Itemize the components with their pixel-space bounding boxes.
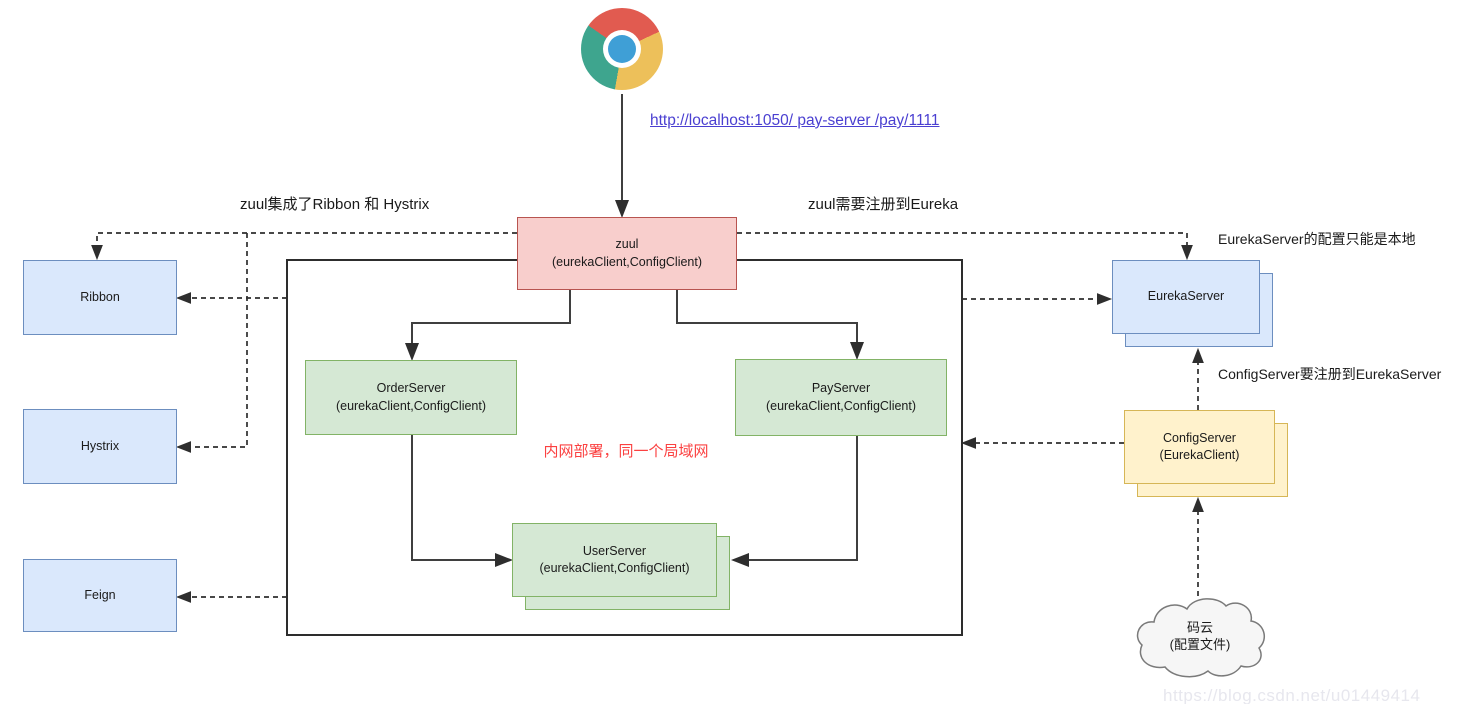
node-eurekaserver-face: EurekaServer [1112,260,1260,334]
node-userserver-subtitle: (eurekaClient,ConfigClient) [539,561,690,575]
node-eurekaserver: EurekaServer [1112,260,1273,347]
node-orderserver: OrderServer (eurekaClient,ConfigClient) [305,360,517,435]
annotation-config-register: ConfigServer要注册到EurekaServer [1218,366,1442,382]
arrow-zuul-to-payserver [676,290,864,360]
node-configserver-face: ConfigServer (EurekaClient) [1124,410,1275,484]
node-zuul-title: zuul [615,237,639,251]
annotation-eureka-local-config: EurekaServer的配置只能是本地 [1218,231,1416,247]
arrow-orderserver-to-userserver [411,435,513,567]
node-configserver-title: ConfigServer [1163,430,1236,445]
node-feign: Feign [23,559,177,632]
arrow-zuul-to-hystrix [175,233,248,453]
node-payserver-title: PayServer [811,381,871,395]
cloud-shape [1136,598,1266,678]
node-hystrix: Hystrix [23,409,177,484]
node-userserver-title: UserServer [582,543,647,558]
arrow-zuul-to-ribbon [91,232,517,261]
chrome-browser-icon [581,8,663,90]
arrow-zuul-to-eurekaserver [737,232,1193,261]
node-gitee-cloud-title: 码云 [1186,620,1213,636]
node-zuul: zuul (eurekaClient,ConfigClient) [517,217,737,290]
chrome-icon-core [608,35,636,63]
node-configserver-subtitle: (EurekaClient) [1159,448,1240,462]
node-orderserver-subtitle: (eurekaClient,ConfigClient) [335,398,487,413]
node-gitee-cloud-subtitle: (配置文件) [1169,637,1231,652]
node-hystrix-title: Hystrix [80,438,120,453]
annotation-zuul-integrates: zuul集成了Ribbon 和 Hystrix [240,196,430,213]
node-configserver: ConfigServer (EurekaClient) [1124,410,1288,497]
node-feign-title: Feign [84,587,116,602]
annotation-intranet-note: 内网部署，同一个局域网 [543,443,709,460]
node-zuul-subtitle: (eurekaClient,ConfigClient) [551,254,703,269]
node-payserver-subtitle: (eurekaClient,ConfigClient) [765,398,917,413]
node-ribbon: Ribbon [23,260,177,335]
arrow-zuul-to-orderserver [405,290,571,361]
annotation-zuul-register: zuul需要注册到Eureka [808,196,959,213]
arrow-payserver-to-userserver [731,436,858,567]
node-gitee-cloud: 码云 (配置文件) [1130,592,1270,682]
node-payserver: PayServer (eurekaClient,ConfigClient) [735,359,947,436]
blog-watermark: https://blog.csdn.net/u01449414 [1163,686,1421,704]
node-orderserver-title: OrderServer [376,381,446,395]
request-url-link[interactable]: http://localhost:1050/ pay-server /pay/1… [650,112,940,129]
node-userserver: UserServer (eurekaClient,ConfigClient) [512,523,730,610]
node-userserver-face: UserServer (eurekaClient,ConfigClient) [512,523,717,597]
node-ribbon-title: Ribbon [80,289,120,304]
node-eurekaserver-title: EurekaServer [1147,289,1225,304]
